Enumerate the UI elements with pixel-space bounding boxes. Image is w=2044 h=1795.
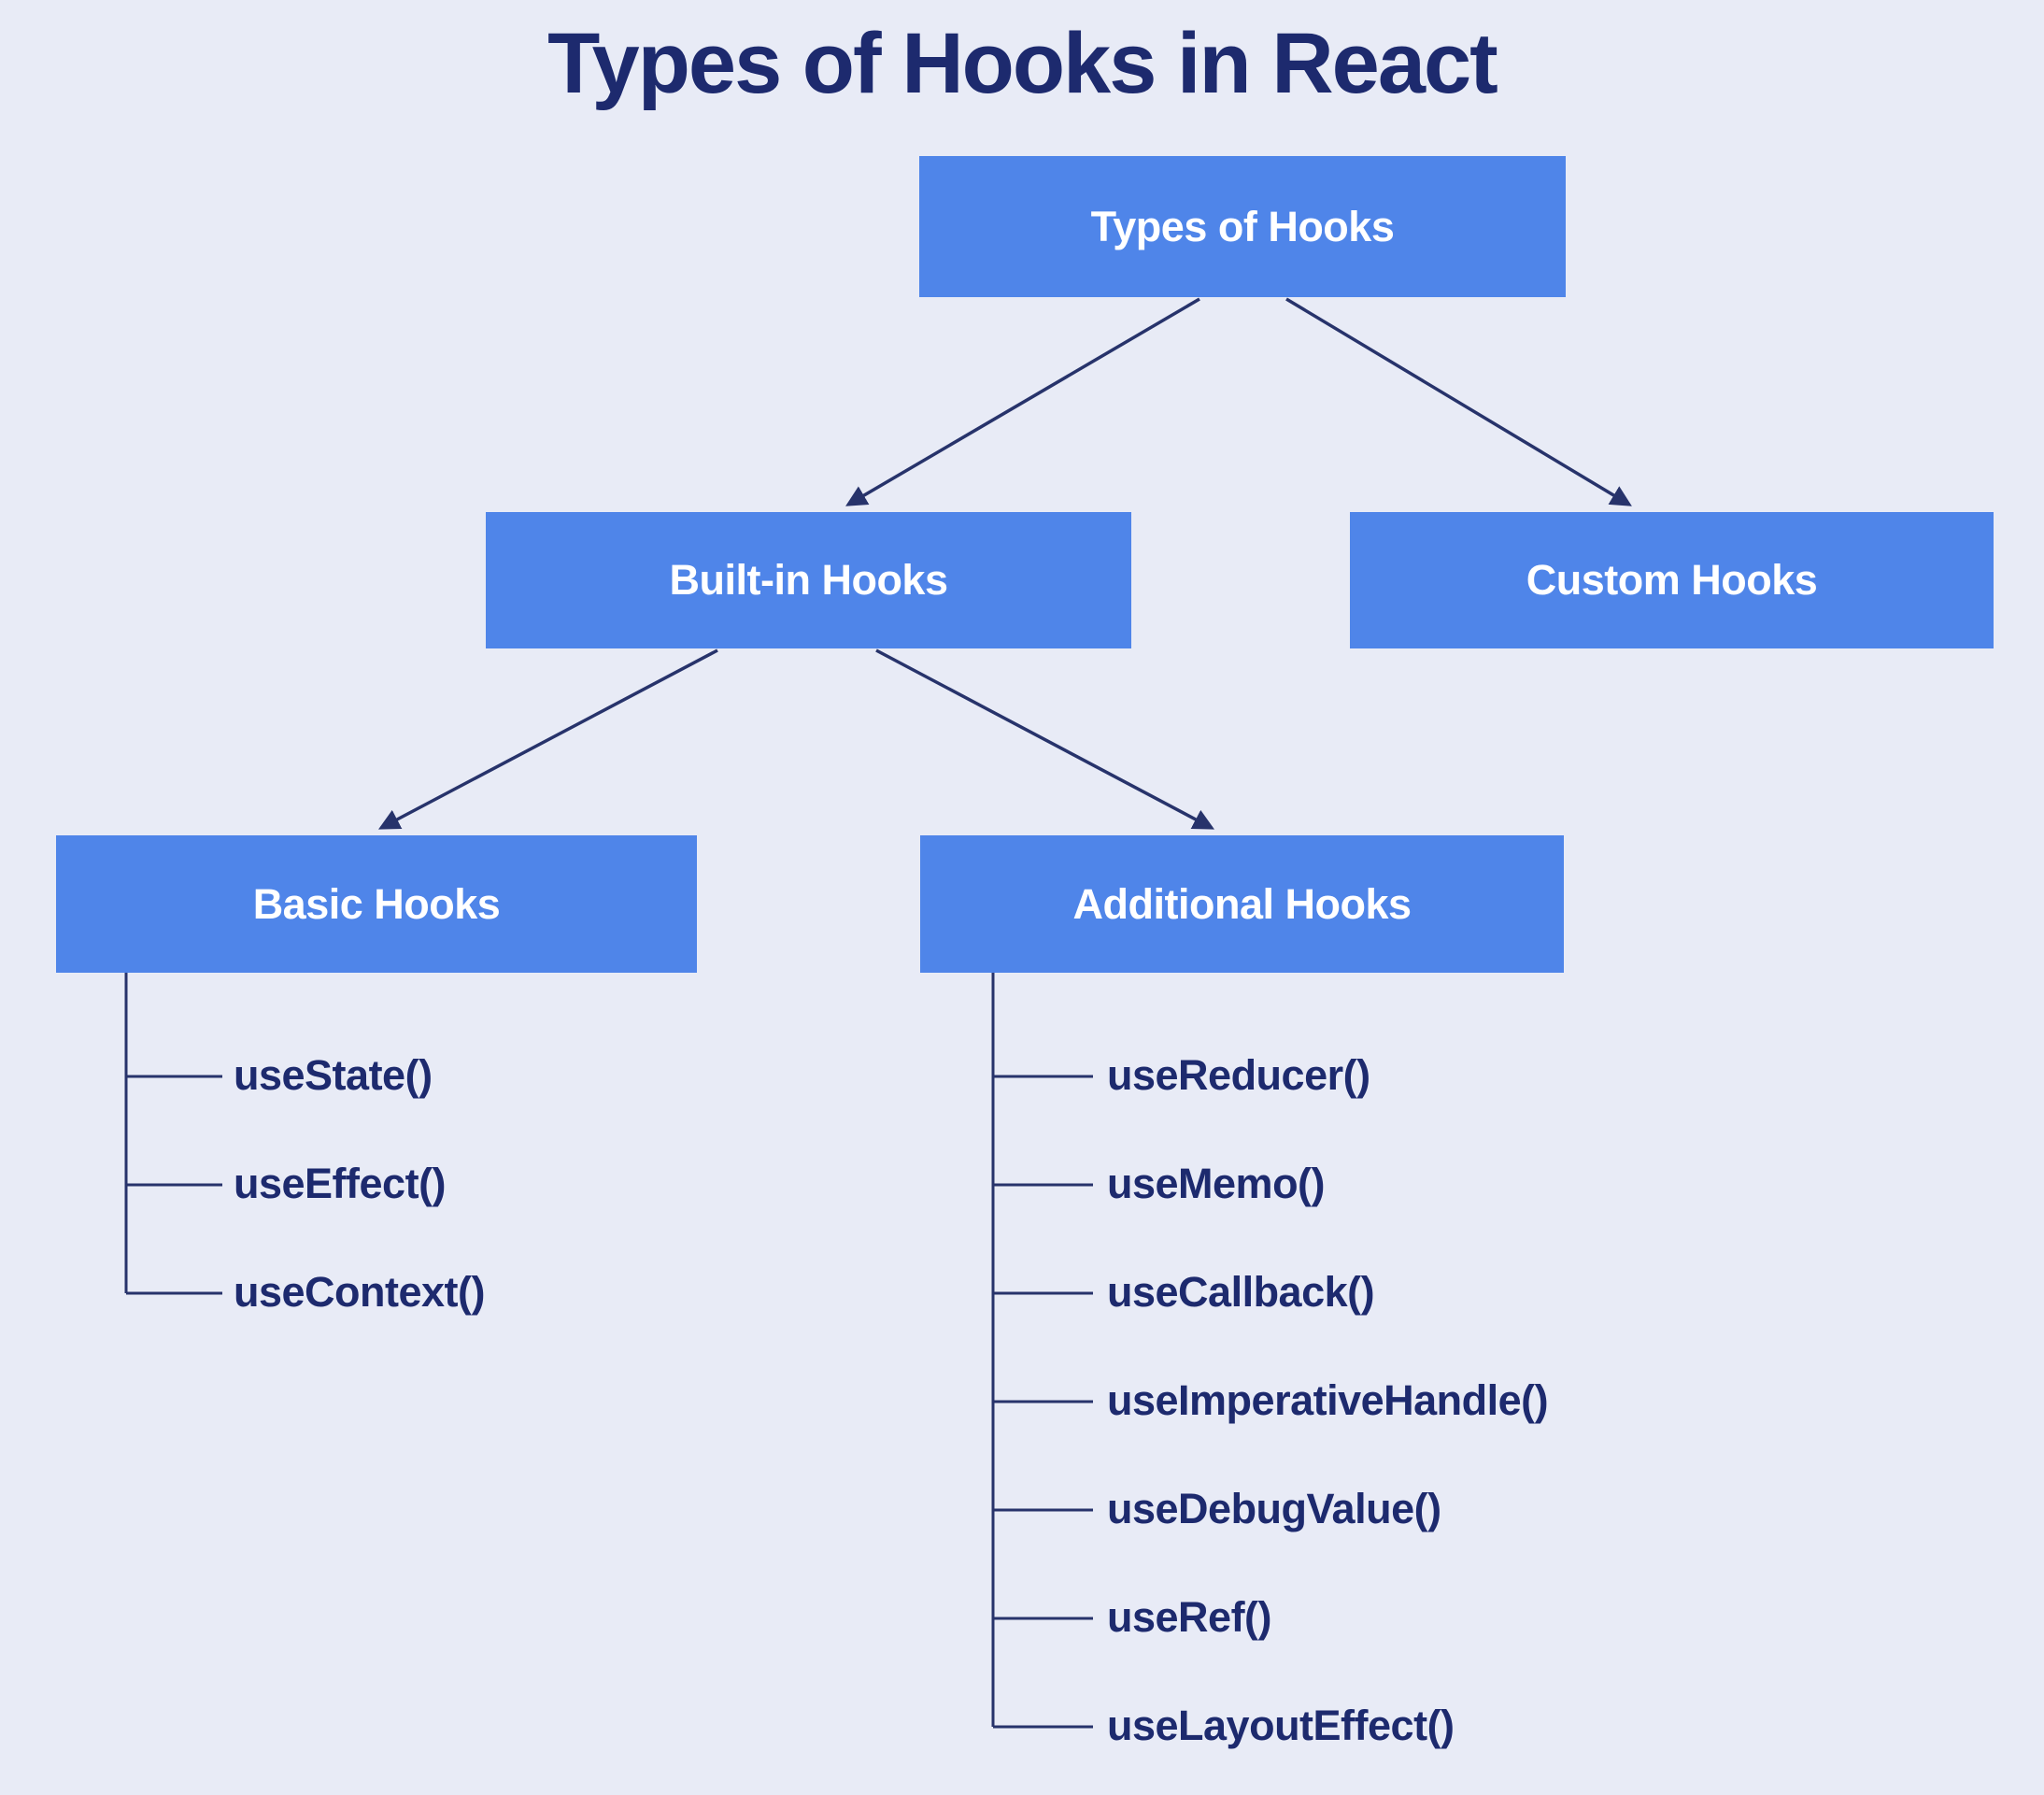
page-title: Types of Hooks in React xyxy=(547,16,1498,111)
hook-use-effect: useEffect() xyxy=(234,1159,447,1207)
node-custom-hooks: Custom Hooks xyxy=(1350,512,1994,648)
arrow-root-to-custom xyxy=(1285,297,1632,506)
hook-use-state: useState() xyxy=(234,1050,433,1099)
hook-use-callback: useCallback() xyxy=(1107,1267,1375,1316)
node-basic-hooks: Basic Hooks xyxy=(56,835,697,973)
node-built-in-hooks: Built-in Hooks xyxy=(486,512,1131,648)
arrow-root-to-builtin xyxy=(845,297,1200,506)
node-additional-hooks: Additional Hooks xyxy=(920,835,1564,973)
hook-use-context: useContext() xyxy=(234,1267,486,1316)
hook-use-reducer: useReducer() xyxy=(1107,1050,1370,1099)
arrow-builtin-to-basic xyxy=(377,648,718,830)
arrow-builtin-to-additional xyxy=(875,648,1215,830)
node-types-of-hooks: Types of Hooks xyxy=(919,156,1566,297)
hook-use-memo: useMemo() xyxy=(1107,1159,1326,1207)
hook-use-debug-value: useDebugValue() xyxy=(1107,1484,1441,1532)
hook-use-layout-effect: useLayoutEffect() xyxy=(1107,1701,1455,1749)
hook-use-imperative-handle: useImperativeHandle() xyxy=(1107,1375,1549,1424)
hook-use-ref: useRef() xyxy=(1107,1592,1272,1641)
